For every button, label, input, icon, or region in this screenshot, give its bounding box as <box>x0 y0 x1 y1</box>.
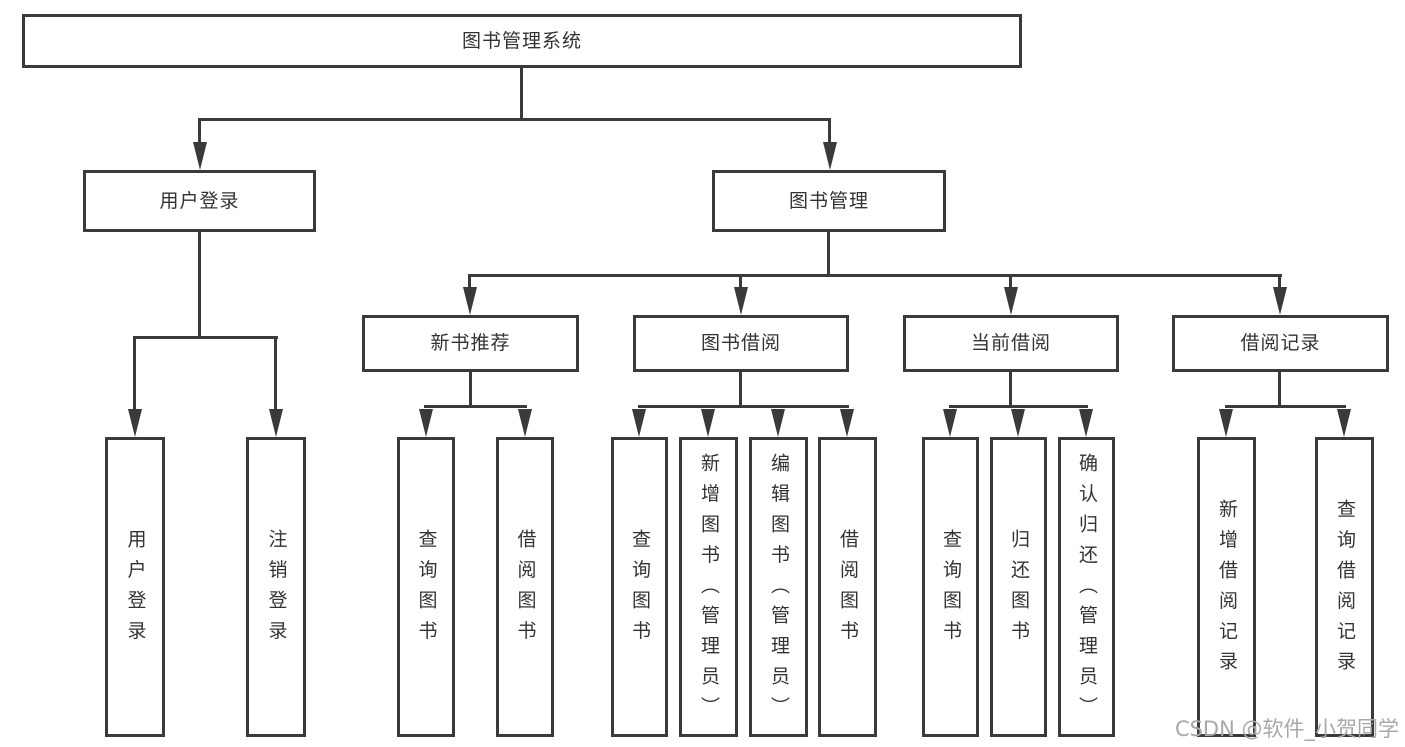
leaf-edit-books-admin-label: 编辑图书（管理员） <box>768 453 790 727</box>
leaf-borrow-books-recommend-label: 借阅图书 <box>514 529 537 651</box>
node-new-book-recommendation-label: 新书推荐 <box>430 332 511 354</box>
arrowhead-to-borrow-records <box>1273 287 1287 315</box>
arrowhead-to-leaf-confirm-return-admin <box>1079 409 1093 437</box>
arrowhead-to-leaf-add-books-admin <box>701 409 715 437</box>
arrowhead-to-leaf-return-books <box>1011 409 1025 437</box>
connector-mgmt-drop-2 <box>739 274 742 292</box>
leaf-borrow-books-borrowing-label: 借阅图书 <box>837 529 859 651</box>
leaf-add-books-admin: 新增图书（管理员） <box>679 437 738 737</box>
leaf-query-books-borrowing-label: 查询图书 <box>629 529 651 651</box>
arrowhead-to-leaf-query-borrow-record <box>1337 409 1351 437</box>
node-book-borrowing: 图书借阅 <box>633 315 849 372</box>
leaf-return-books-label: 归还图书 <box>1008 529 1030 651</box>
connector-login-drop-left <box>133 336 136 414</box>
leaf-confirm-return-admin-label: 确认归还（管理员） <box>1076 453 1098 727</box>
node-borrow-records-label: 借阅记录 <box>1240 332 1321 354</box>
connector-mgmt-drop-3 <box>1009 274 1012 292</box>
arrowhead-to-leaf-borrow-books-recommend <box>518 409 532 437</box>
node-new-book-recommendation: 新书推荐 <box>362 315 579 372</box>
arrowhead-to-leaf-query-books-borrowing <box>632 409 646 437</box>
connector-records-branch <box>1225 405 1346 408</box>
leaf-query-borrow-record-label: 查询借阅记录 <box>1334 498 1356 682</box>
leaf-query-books-current: 查询图书 <box>922 437 979 737</box>
connector-root-drop-left <box>198 118 201 146</box>
node-current-borrowing-label: 当前借阅 <box>970 332 1051 354</box>
arrowhead-to-leaf-logout <box>269 409 283 437</box>
leaf-edit-books-admin: 编辑图书（管理员） <box>749 437 808 737</box>
connector-current-branch <box>949 405 1088 408</box>
csdn-watermark: CSDN @软件_小贺同学 <box>1174 717 1399 741</box>
leaf-return-books: 归还图书 <box>990 437 1047 737</box>
connector-mgmt-drop-4 <box>1278 274 1281 292</box>
leaf-logout-label: 注销登录 <box>265 529 288 651</box>
connector-recommend-branch <box>424 405 527 408</box>
arrowhead-to-leaf-borrow-books-borrowing <box>840 409 854 437</box>
node-book-borrowing-label: 图书借阅 <box>700 332 781 354</box>
connector-mgmt-branch <box>469 274 1282 277</box>
arrowhead-to-leaf-add-borrow-record <box>1219 409 1233 437</box>
leaf-add-borrow-record: 新增借阅记录 <box>1197 437 1256 737</box>
arrowhead-to-leaf-query-books-current <box>943 409 957 437</box>
leaf-logout: 注销登录 <box>246 437 306 737</box>
arrowhead-to-current-borrowing <box>1004 287 1018 315</box>
arrowhead-to-new-book-recommendation <box>463 287 477 315</box>
leaf-user-login-label: 用户登录 <box>124 529 147 651</box>
node-borrow-records: 借阅记录 <box>1172 315 1389 372</box>
leaf-query-books-recommend-label: 查询图书 <box>415 529 438 651</box>
connector-root-drop-right <box>828 118 831 146</box>
leaf-confirm-return-admin: 确认归还（管理员） <box>1058 437 1115 737</box>
arrowhead-to-leaf-user-login <box>128 409 142 437</box>
leaf-user-login: 用户登录 <box>105 437 165 737</box>
node-book-management: 图书管理 <box>712 170 946 232</box>
leaf-add-borrow-record-label: 新增借阅记录 <box>1216 498 1238 682</box>
node-root-label: 图书管理系统 <box>461 29 582 52</box>
node-user-login: 用户登录 <box>83 170 316 232</box>
connector-records-stem <box>1278 372 1281 408</box>
leaf-query-books-current-label: 查询图书 <box>940 529 962 651</box>
arrowhead-to-leaf-edit-books-admin <box>771 409 785 437</box>
connector-borrowing-stem <box>739 372 742 408</box>
node-root-library-system: 图书管理系统 <box>22 14 1022 68</box>
arrowhead-to-user-login <box>193 142 207 170</box>
leaf-add-books-admin-label: 新增图书（管理员） <box>698 453 720 727</box>
connector-login-stem <box>198 232 201 339</box>
leaf-query-borrow-record: 查询借阅记录 <box>1315 437 1374 737</box>
arrowhead-to-book-borrowing <box>734 287 748 315</box>
leaf-query-books-recommend: 查询图书 <box>397 437 455 737</box>
node-current-borrowing: 当前借阅 <box>903 315 1119 372</box>
node-book-management-label: 图书管理 <box>788 189 869 212</box>
connector-root-branch <box>198 118 831 121</box>
leaf-borrow-books-borrowing: 借阅图书 <box>818 437 877 737</box>
connector-current-stem <box>1009 372 1012 408</box>
arrowhead-to-leaf-query-books-recommend <box>419 409 433 437</box>
connector-borrowing-branch <box>638 405 849 408</box>
connector-mgmt-drop-1 <box>468 274 471 292</box>
connector-recommend-stem <box>469 372 472 408</box>
connector-login-branch <box>133 336 278 339</box>
node-user-login-label: 用户登录 <box>159 189 240 212</box>
leaf-borrow-books-recommend: 借阅图书 <box>496 437 554 737</box>
connector-mgmt-stem <box>827 232 830 277</box>
leaf-query-books-borrowing: 查询图书 <box>611 437 668 737</box>
connector-root-stem <box>520 68 523 118</box>
connector-login-drop-right <box>274 336 277 414</box>
arrowhead-to-book-management <box>823 142 837 170</box>
